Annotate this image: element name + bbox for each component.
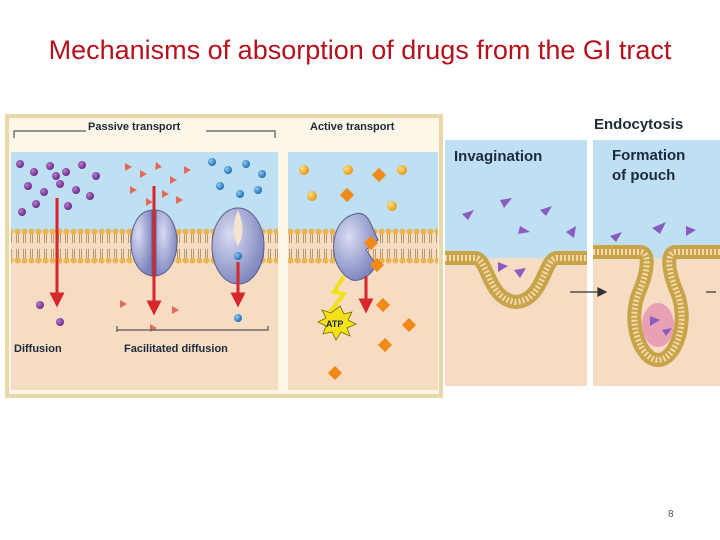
facilitated-molecules	[120, 162, 191, 332]
formation-label-line1: Formation	[612, 147, 685, 164]
energy-bolt	[328, 274, 348, 314]
active-transport-label: Active transport	[310, 121, 395, 133]
invagination-particles	[462, 198, 576, 278]
page-number: 8	[668, 509, 674, 520]
active-molecules	[299, 165, 417, 381]
pouch-particles	[610, 222, 696, 336]
invagination-panel: Invagination	[445, 140, 587, 386]
atp-burst	[317, 305, 357, 341]
cytoplasm	[445, 258, 587, 386]
diffusion-label: Diffusion	[14, 343, 62, 355]
step-arrows	[570, 287, 716, 297]
pump-protein	[333, 212, 385, 281]
active-transport-panel	[288, 152, 438, 390]
channel-protein	[130, 209, 178, 277]
pouch	[642, 303, 674, 347]
facilitated-bracket	[116, 326, 269, 332]
endocytosis-panel: Endocytosis Invagination Formation	[445, 116, 720, 388]
pouch-panel: Formation of pouch	[593, 140, 720, 386]
formation-box	[606, 142, 704, 186]
endocytosis-label: Endocytosis	[594, 116, 683, 133]
facilitated-diffusion-label: Facilitated diffusion	[124, 343, 228, 355]
transport-panel: Passive transport Active transport	[5, 114, 443, 398]
passive-transport-label: Passive transport	[88, 121, 181, 133]
invagination-box	[447, 142, 565, 166]
carrier-molecules	[208, 158, 266, 322]
invagination-label: Invagination	[454, 148, 542, 165]
carrier-protein	[211, 207, 265, 285]
passive-bracket	[13, 130, 276, 138]
diffusion-molecules	[16, 160, 100, 326]
atp-label: ATP	[326, 319, 343, 329]
slide-title: Mechanisms of absorption of drugs from t…	[48, 35, 672, 65]
formation-label-line2: of pouch	[612, 167, 675, 184]
